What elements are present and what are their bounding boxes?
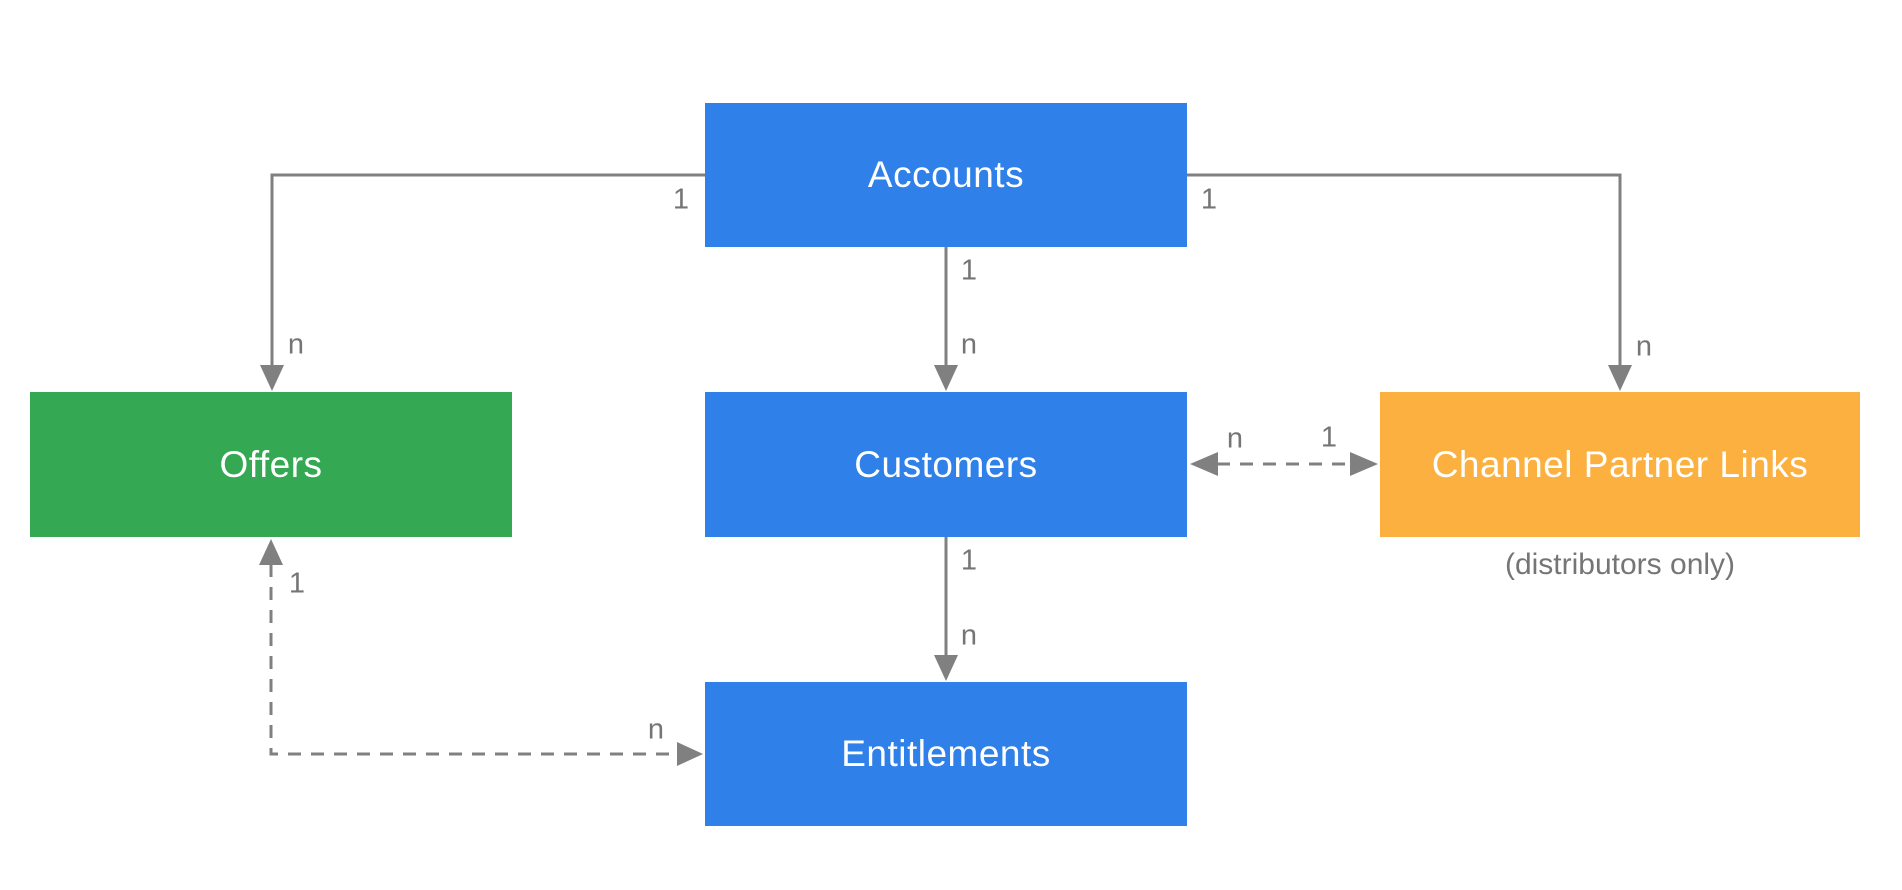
distributors-only-caption: (distributors only) bbox=[1504, 548, 1736, 581]
edge-offers-entitlements-line bbox=[269, 564, 678, 756]
edge-accounts-channel-partner-links-to-label: n bbox=[1635, 330, 1653, 363]
edge-customers-channel-partner-links bbox=[1190, 452, 1378, 476]
edge-customers-entitlements-from-label: 1 bbox=[960, 544, 978, 577]
node-offers-label: Offers bbox=[219, 443, 323, 485]
edge-accounts-channel-partner-links bbox=[1187, 173, 1632, 391]
node-customers: Customers bbox=[705, 392, 1187, 537]
edge-customers-channel-partner-links-from-label: n bbox=[1226, 422, 1244, 455]
edge-accounts-customers bbox=[934, 247, 958, 391]
edge-customers-entitlements-to-label: n bbox=[960, 619, 978, 652]
edge-accounts-customers-to-label: n bbox=[960, 328, 978, 361]
edge-accounts-customers-from-label: 1 bbox=[960, 254, 978, 287]
edge-customers-entitlements bbox=[934, 537, 958, 681]
edge-accounts-offers-to-label: n bbox=[287, 328, 305, 361]
edge-offers-entitlements-arrowhead-right-icon bbox=[677, 742, 703, 766]
edge-customers-entitlements-arrowhead-down-icon bbox=[934, 655, 958, 681]
node-offers: Offers bbox=[30, 392, 512, 537]
edge-accounts-offers-line bbox=[270, 173, 705, 366]
node-accounts-label: Accounts bbox=[867, 154, 1025, 195]
edge-accounts-offers-arrowhead-down-icon bbox=[260, 365, 284, 391]
node-entitlements: Entitlements bbox=[705, 682, 1187, 826]
edge-accounts-offers bbox=[260, 173, 705, 391]
edge-customers-channel-partner-links-to-label: 1 bbox=[1320, 421, 1338, 454]
node-customers-label: Customers bbox=[854, 443, 1038, 485]
node-channel-partner-links: Channel Partner Links bbox=[1380, 392, 1860, 537]
edge-accounts-channel-partner-links-arrowhead-down-icon bbox=[1608, 365, 1632, 391]
edge-offers-entitlements-arrowhead-up-icon bbox=[259, 539, 283, 565]
node-channel-partner-links-label: Channel Partner Links bbox=[1431, 443, 1809, 485]
edge-accounts-customers-arrowhead-down-icon bbox=[934, 365, 958, 391]
edge-offers-entitlements bbox=[259, 539, 703, 766]
edge-accounts-offers-from-label: 1 bbox=[672, 183, 690, 216]
edge-offers-entitlements-from-label: 1 bbox=[288, 567, 306, 600]
node-accounts: Accounts bbox=[705, 103, 1187, 247]
edge-customers-channel-partner-links-arrowhead-left-icon bbox=[1190, 452, 1218, 476]
edge-customers-channel-partner-links-arrowhead-right-icon bbox=[1350, 452, 1378, 476]
edge-offers-entitlements-to-label: n bbox=[647, 713, 665, 746]
edge-accounts-channel-partner-links-line bbox=[1187, 173, 1622, 366]
edge-accounts-channel-partner-links-from-label: 1 bbox=[1200, 183, 1218, 216]
node-entitlements-label: Entitlements bbox=[841, 733, 1051, 774]
